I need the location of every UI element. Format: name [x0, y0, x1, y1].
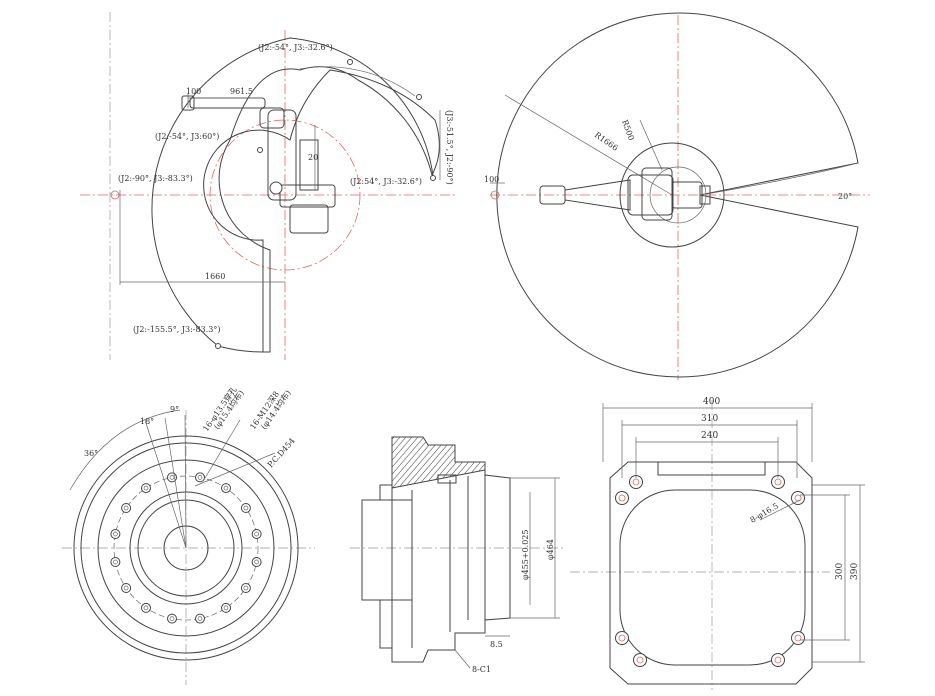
flange-front-view: 36° 18° 9° 16-φ13.5穿孔 (φ15.4均布) 16-M12深8…: [62, 385, 315, 685]
joint-label-left: (J2:-90°, J3:-83.3°): [118, 174, 193, 183]
dim-r500: R500: [620, 119, 636, 142]
bolt-hole: [110, 557, 121, 567]
dim-angle-18: 18°: [140, 417, 154, 426]
plate-bolt-hole: [791, 491, 805, 505]
bolt-hole: [221, 483, 231, 494]
top-workspace-view: 100 R1666 R500 20°: [484, 12, 870, 380]
dim-100-2: 100: [484, 175, 499, 184]
marker-left: [110, 190, 120, 200]
robot-arm-top: [539, 162, 859, 221]
dim-8-5: 8.5: [490, 640, 503, 649]
upper-reach-arc: [299, 66, 416, 97]
dim-pcd: P.C.D454: [266, 436, 297, 469]
joint-label-right: (J2:54°, J3:-32.6°): [350, 177, 422, 186]
radius-500-line: [639, 119, 663, 171]
dim-right-vertical: (J3:-51.5°, J2:-90°): [445, 110, 454, 185]
marker-bottom: [215, 343, 221, 349]
marker-left-2: [490, 190, 500, 200]
bottom-envelope-arc: [217, 345, 264, 353]
plate-bolt-hole: [771, 653, 785, 667]
bolt-hole: [167, 613, 177, 624]
dim-390: 390: [850, 563, 860, 580]
radius-1666-line: [504, 94, 673, 196]
bolt-hole: [121, 503, 132, 513]
dim-300: 300: [835, 563, 845, 580]
joint-label-upper-mid: (J2:-54°, J3:60°): [155, 132, 219, 141]
robot-arm-side: [181, 95, 336, 234]
outer-reach-arc: [151, 37, 434, 347]
dim-400: 400: [703, 397, 720, 407]
flange-section-view: φ455+0.025 φ464 8.5 8-C1: [350, 436, 565, 674]
workspace-envelope: [203, 66, 440, 353]
bolt-hole: [195, 472, 205, 483]
bolt-hole: [141, 483, 151, 494]
dim-1660: 1660: [205, 272, 225, 281]
dim-angle-9: 9°: [170, 405, 179, 414]
bolt-hole: [240, 583, 251, 593]
plate-bolt-hole: [615, 491, 629, 505]
dim-d464: φ464: [546, 539, 555, 560]
plate-bolt-hole: [615, 631, 629, 645]
inner-reach-circle: [209, 119, 361, 271]
bolt-hole: [240, 503, 251, 513]
marker-inner: [257, 147, 263, 153]
flange-outer-circle: [73, 435, 299, 661]
dim-holes-plate: 8-φ16.5: [749, 501, 781, 524]
dim-240: 240: [701, 431, 718, 441]
flange-bolt-holes: [110, 472, 262, 624]
marker-upper-right: [416, 94, 422, 100]
dim-20: 20: [308, 153, 318, 162]
base-bolt-holes: [615, 475, 805, 667]
dim-961-5: 961.5: [230, 87, 253, 96]
section-outline: [361, 436, 511, 663]
bolt-hole: [251, 529, 262, 539]
bolt-hole: [141, 602, 151, 613]
dim-angle-36: 36°: [84, 449, 98, 458]
dim-angle-20: 20°: [838, 192, 852, 201]
marker-top: [347, 59, 353, 65]
bolt-hole: [121, 583, 132, 593]
dim-310: 310: [701, 414, 718, 424]
dim-100: 100: [186, 87, 201, 96]
marker-right: [430, 175, 436, 181]
dim-d455: φ455+0.025: [521, 530, 530, 580]
bolt-hole: [251, 557, 262, 567]
plate-bolt-hole: [791, 631, 805, 645]
top-workspace-outline: [496, 12, 859, 378]
base-plate-view: 400 310 240 8-φ16.5 300 390: [570, 397, 865, 690]
side-workspace-view: (J2:-54°, J3:-32.6°) (J2:-54°, J3:60°) (…: [80, 12, 455, 360]
dim-r1666: R1666: [593, 130, 620, 153]
bolt-hole: [110, 529, 121, 539]
bolt-hole: [195, 613, 205, 624]
base-circle: [649, 166, 707, 224]
bolt-hole: [221, 602, 231, 613]
joint-label-top: (J2:-54°, J3:-32.6°): [258, 43, 333, 52]
base-inner-rounded-square: [619, 489, 806, 666]
inner-circle: [619, 142, 725, 248]
section-hatching: [392, 437, 485, 488]
plate-bolt-hole: [633, 653, 647, 667]
base-plate-outline: [609, 461, 813, 685]
dim-chamfer: 8-C1: [472, 665, 491, 674]
joint-label-bottom: (J2:-155.5°, J3:-83.3°): [133, 325, 220, 334]
